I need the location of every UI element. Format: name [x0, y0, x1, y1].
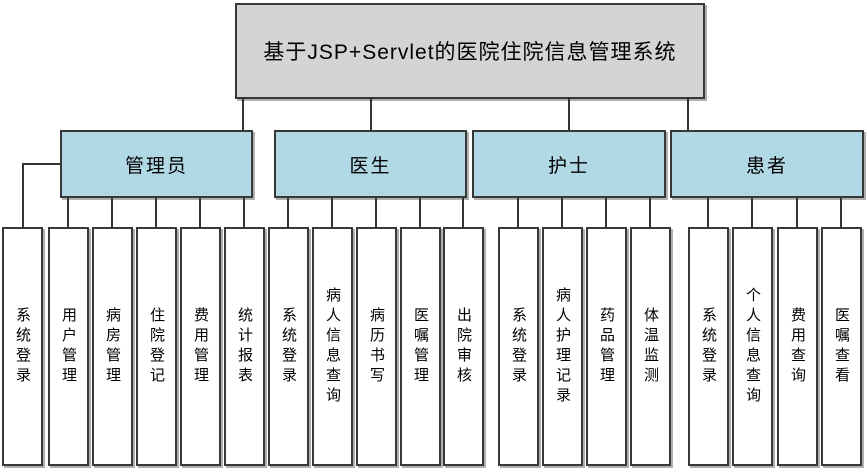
connector-line: [707, 197, 709, 227]
leaf-node-nurse-3: 体温监测: [630, 227, 671, 466]
connector-line: [370, 97, 372, 130]
connector-line: [649, 197, 651, 227]
connector-line: [243, 197, 245, 227]
leaf-node-label: 系统登录: [510, 306, 527, 387]
leaf-node-label: 病人护理记录: [554, 286, 571, 407]
leaf-node-label: 住院登记: [148, 306, 165, 387]
connector-line: [155, 197, 157, 227]
connector-line: [687, 97, 689, 130]
leaf-node-label: 费用管理: [192, 306, 209, 387]
leaf-node-nurse-2: 药品管理: [586, 227, 627, 466]
leaf-node-patient-1: 个人信息查询: [732, 227, 773, 466]
leaf-node-admin-5: 统计报表: [224, 227, 265, 466]
leaf-node-label: 病历书写: [368, 306, 385, 387]
leaf-node-label: 药品管理: [598, 306, 615, 387]
leaf-node-nurse-0: 系统登录: [498, 227, 539, 466]
connector-line: [561, 197, 563, 227]
leaf-node-admin-4: 费用管理: [180, 227, 221, 466]
connector-line: [199, 197, 201, 227]
connector-line: [331, 197, 333, 227]
connector-line: [840, 197, 842, 227]
connector-line: [517, 197, 519, 227]
connector-line: [751, 197, 753, 227]
leaf-node-admin-3: 住院登记: [136, 227, 177, 466]
connector-line: [111, 197, 113, 227]
root-node-label: 基于JSP+Servlet的医院住院信息管理系统: [263, 41, 677, 64]
branch-node-label: 管理员: [124, 155, 188, 177]
branch-node-patient: 患者: [670, 130, 864, 198]
leaf-node-patient-2: 费用查询: [777, 227, 818, 466]
leaf-node-label: 系统登录: [700, 306, 717, 387]
leaf-node-label: 用户管理: [60, 306, 77, 387]
leaf-node-label: 体温监测: [642, 306, 659, 387]
leaf-node-label: 病房管理: [104, 306, 121, 387]
leaf-node-patient-3: 医嘱查看: [821, 227, 862, 466]
connector-line: [22, 163, 62, 165]
branch-node-doctor: 医生: [274, 130, 467, 198]
leaf-node-label: 病人信息查询: [324, 286, 341, 407]
connector-line: [568, 97, 570, 130]
branch-node-label: 医生: [349, 155, 392, 177]
leaf-node-admin-1: 用户管理: [48, 227, 89, 466]
connector-line: [796, 197, 798, 227]
leaf-node-label: 系统登录: [280, 306, 297, 387]
branch-node-nurse: 护士: [472, 130, 666, 198]
branch-node-label: 护士: [547, 155, 590, 177]
connector-line: [67, 197, 69, 227]
connector-line: [605, 197, 607, 227]
connector-line: [375, 197, 377, 227]
leaf-node-label: 统计报表: [236, 306, 253, 387]
leaf-node-label: 医嘱管理: [412, 306, 429, 387]
leaf-node-label: 费用查询: [789, 306, 806, 387]
leaf-node-patient-0: 系统登录: [688, 227, 729, 466]
connector-line: [287, 197, 289, 227]
branch-node-admin: 管理员: [60, 130, 253, 198]
leaf-node-doctor-2: 病历书写: [356, 227, 397, 466]
connector-line: [462, 197, 464, 227]
leaf-node-doctor-3: 医嘱管理: [400, 227, 441, 466]
leaf-node-admin-2: 病房管理: [92, 227, 133, 466]
leaf-node-label: 个人信息查询: [744, 286, 761, 407]
leaf-node-doctor-4: 出院审核: [443, 227, 484, 466]
leaf-node-nurse-1: 病人护理记录: [542, 227, 583, 466]
leaf-node-label: 系统登录: [14, 306, 31, 387]
connector-line: [242, 97, 244, 130]
root-node: 基于JSP+Servlet的医院住院信息管理系统: [235, 3, 705, 99]
leaf-node-admin-0: 系统登录: [2, 227, 43, 466]
leaf-node-label: 出院审核: [455, 306, 472, 387]
branch-node-label: 患者: [745, 155, 788, 177]
leaf-node-label: 医嘱查看: [833, 306, 850, 387]
leaf-node-doctor-1: 病人信息查询: [312, 227, 353, 466]
leaf-node-doctor-0: 系统登录: [268, 227, 309, 466]
connector-line: [419, 197, 421, 227]
connector-line: [22, 163, 24, 227]
